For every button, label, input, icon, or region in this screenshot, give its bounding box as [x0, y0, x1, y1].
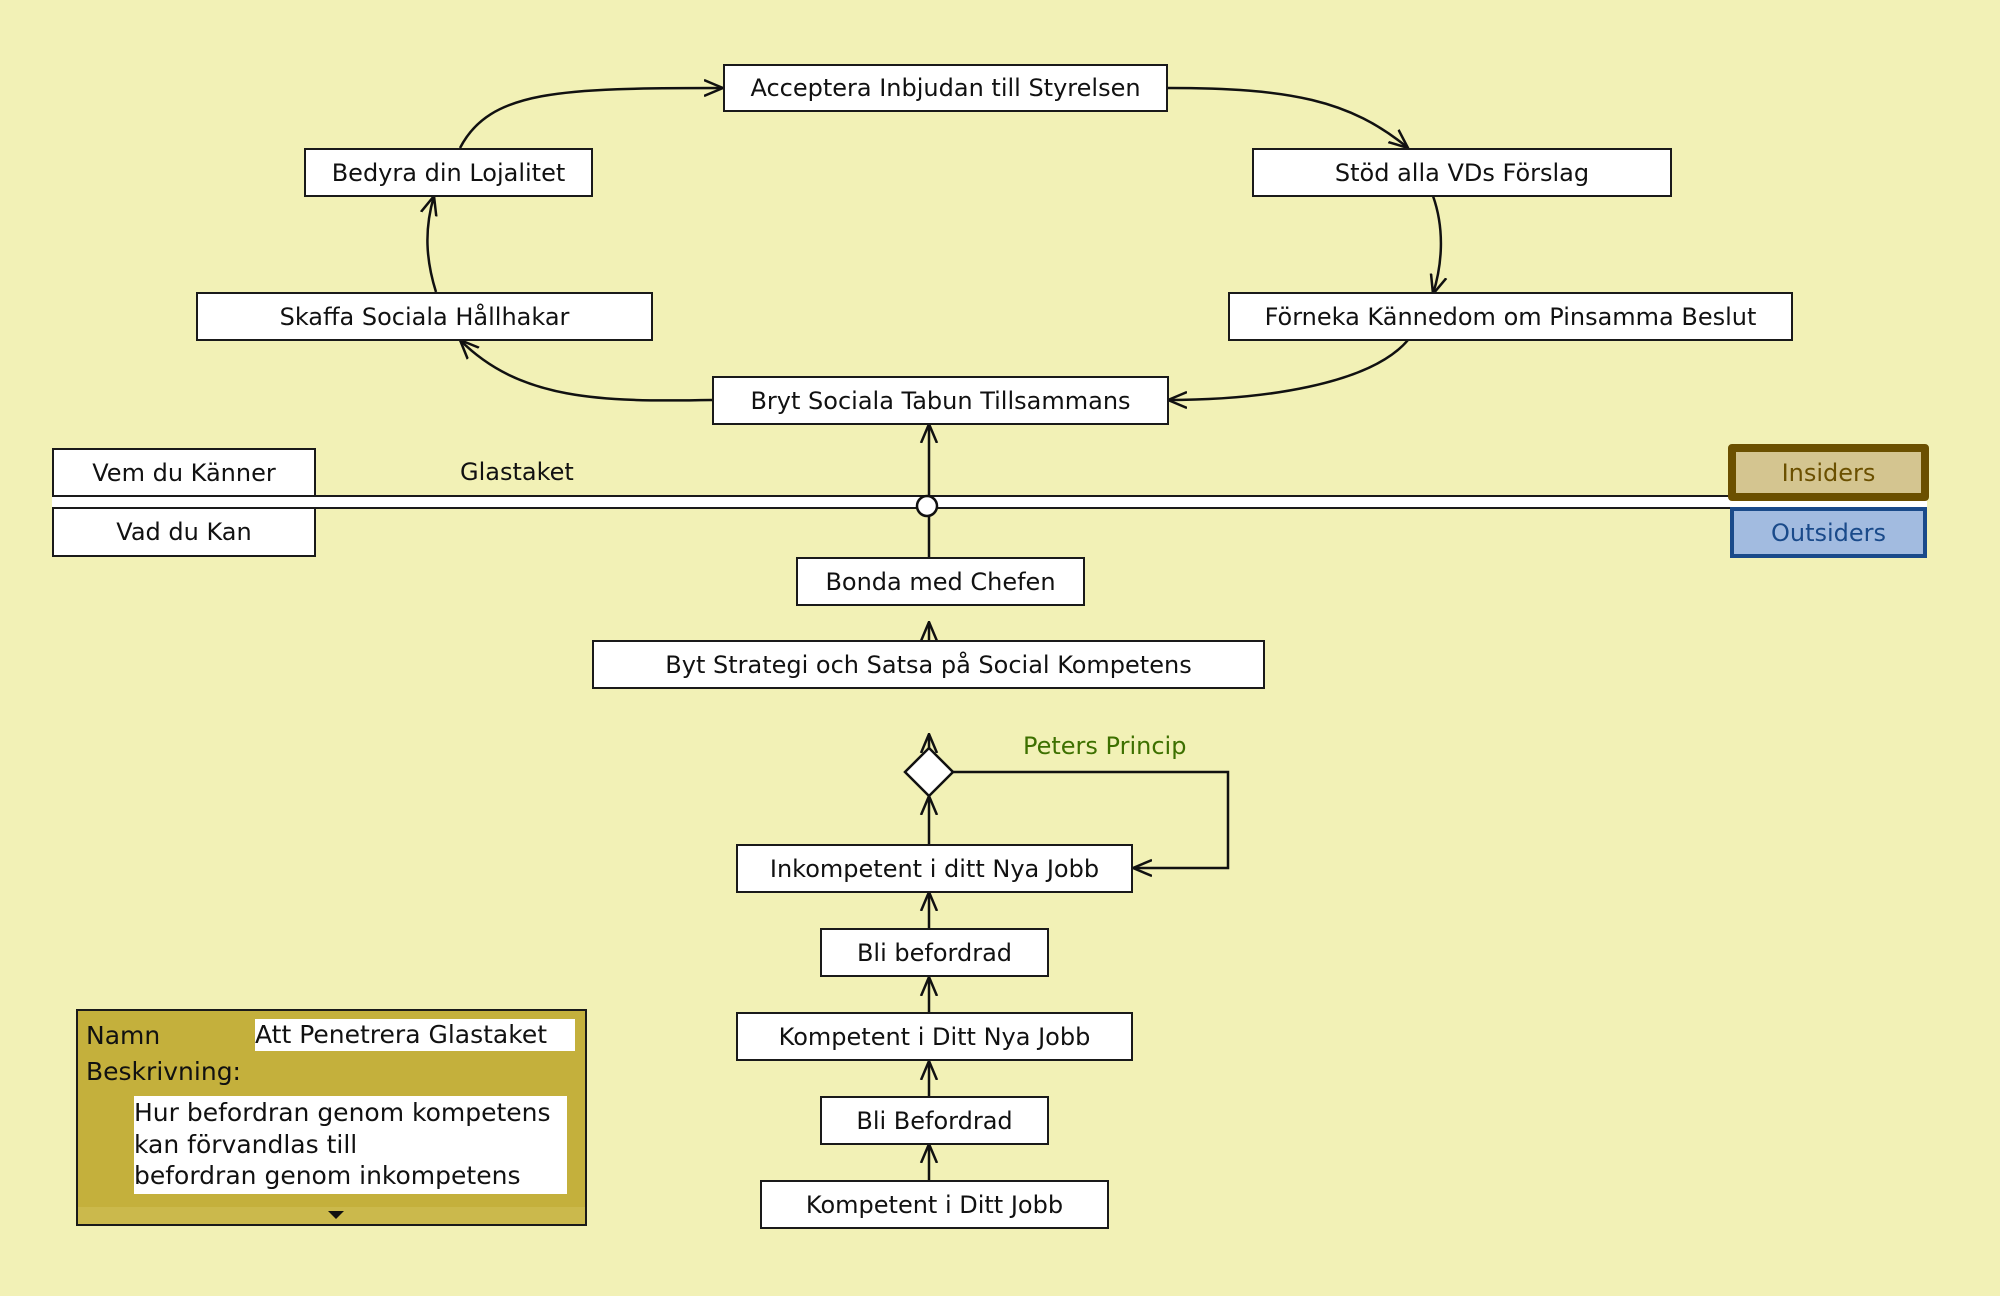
activity-forneka-kannedom[interactable]: Förneka Kännedom om Pinsamma Beslut — [1228, 292, 1793, 341]
edge-stod-forneka — [1433, 195, 1441, 294]
edge-bedyra-acceptera — [458, 88, 723, 149]
activity-stod-vd-forslag[interactable]: Stöd alla VDs Förslag — [1252, 148, 1672, 197]
decision-node[interactable] — [903, 746, 955, 798]
activity-bonda-med-chefen[interactable]: Bonda med Chefen — [796, 557, 1085, 606]
name-label: Namn — [86, 1021, 161, 1050]
description-field[interactable]: Hur befordran genom kompetens kan förvan… — [134, 1096, 567, 1194]
activity-bedyra-lojalitet[interactable]: Bedyra din Lojalitet — [304, 148, 593, 197]
properties-panel: Namn Beskrivning: Hur befordran genom ko… — [76, 1009, 587, 1226]
activity-kompetent-ditt-jobb[interactable]: Kompetent i Ditt Jobb — [760, 1180, 1109, 1229]
activity-acceptera-inbjudan[interactable]: Acceptera Inbjudan till Styrelsen — [723, 64, 1168, 112]
panel-footer — [78, 1207, 585, 1224]
activity-byt-strategi[interactable]: Byt Strategi och Satsa på Social Kompete… — [592, 640, 1265, 689]
edge-peters-princip-loop — [953, 770, 1230, 868]
guard-label-peters-princip: Peters Princip — [1023, 732, 1187, 760]
name-field[interactable] — [255, 1019, 575, 1051]
edge-skaffa-bedyra — [427, 196, 436, 293]
edge-forneka-bryt — [1168, 339, 1409, 400]
activity-bli-befordrad-2[interactable]: Bli Befordrad — [820, 1096, 1049, 1145]
edge-acceptera-stod — [1167, 86, 1408, 148]
outsiders-tag[interactable]: Outsiders — [1730, 507, 1927, 558]
ceiling-crossing-point[interactable] — [915, 494, 939, 518]
glass-ceiling-divider[interactable] — [52, 495, 1927, 509]
edge-bryt-skaffa — [460, 340, 713, 402]
activity-skaffa-hallhakar[interactable]: Skaffa Sociala Hållhakar — [196, 292, 653, 341]
lane-label-vem-du-kanner[interactable]: Vem du Känner — [52, 448, 316, 497]
activity-bryt-tabun[interactable]: Bryt Sociala Tabun Tillsammans — [712, 376, 1169, 425]
glass-ceiling-label: Glastaket — [460, 458, 574, 486]
activity-bli-befordrad[interactable]: Bli befordrad — [820, 928, 1049, 977]
description-label: Beskrivning: — [86, 1057, 241, 1086]
activity-inkompetent-nya-jobb[interactable]: Inkompetent i ditt Nya Jobb — [736, 844, 1133, 893]
lane-label-text: Vem du Känner — [92, 458, 276, 487]
expand-down-icon[interactable] — [328, 1211, 344, 1219]
activity-kompetent-nya-jobb[interactable]: Kompetent i Ditt Nya Jobb — [736, 1012, 1133, 1061]
lane-label-vad-du-kan[interactable]: Vad du Kan — [52, 507, 316, 557]
insiders-tag[interactable]: Insiders — [1728, 444, 1929, 501]
lane-label-text: Vad du Kan — [116, 518, 252, 546]
